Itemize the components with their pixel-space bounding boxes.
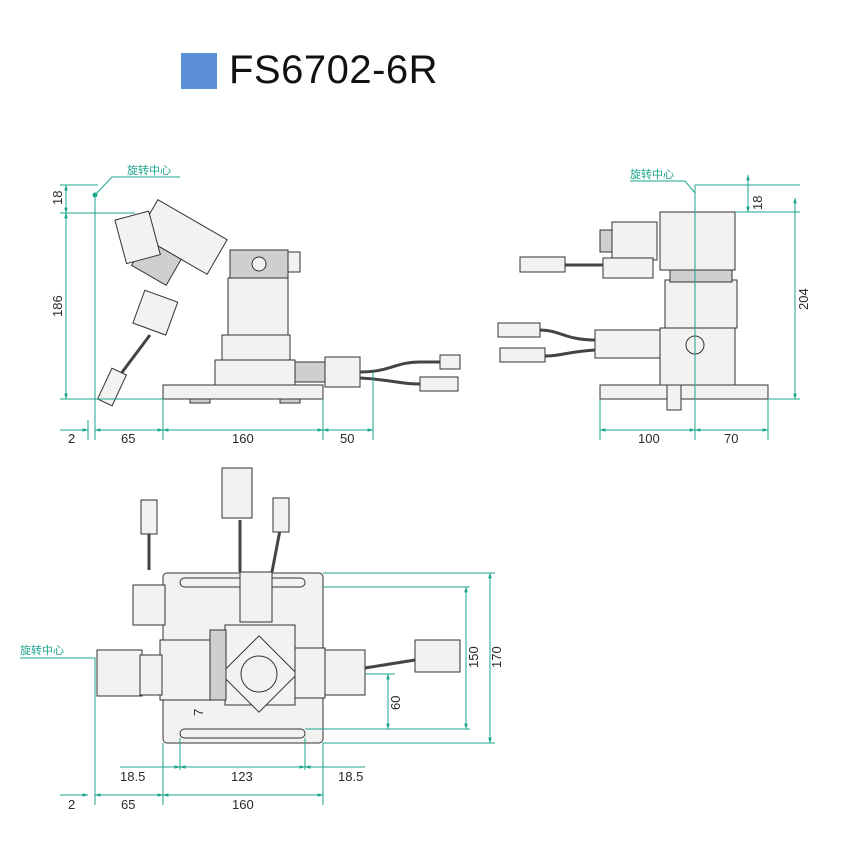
side-handle-stem [118,334,152,376]
side-side-block [287,251,301,273]
dim-label: 160 [232,797,254,812]
page-title: FS6702-6R [229,48,439,92]
rear-connector [499,347,546,363]
side-base-plate [162,384,324,400]
side-gonio-motor-2 [132,289,179,336]
side-cable [359,360,440,374]
dim-label: 170 [489,646,504,668]
side-view: 18 186 2 65 160 50 旋转中心 [50,163,461,446]
top-motor [324,649,366,696]
dim-label: 18.5 [120,769,145,784]
title-marker [181,52,217,89]
dim-label: 7 [191,709,206,716]
side-cable [359,376,421,386]
rotation-center-note: 旋转中心 [630,167,674,181]
side-motor-coupler [294,361,326,383]
dim-label: 18.5 [338,769,363,784]
rear-connector [497,322,541,338]
rear-motor-cap [599,229,613,253]
dim-label: 60 [388,696,403,710]
side-lift-stage [221,334,291,361]
rear-connector [519,256,566,273]
rotation-center-note: 旋转中心 [127,163,171,177]
dim-label: 123 [231,769,253,784]
dim-label: 204 [796,288,811,310]
top-cable [364,658,416,670]
rear-cable [539,328,596,342]
rear-gear [602,257,654,279]
side-top-block [229,249,289,279]
top-center [240,655,278,693]
side-handle [96,367,128,407]
side-base-foot [279,398,301,404]
top-rotation-head [96,649,143,697]
side-connector [439,354,461,370]
side-connector [419,376,459,392]
dim-label: 100 [638,431,660,446]
rotation-center-note: 旋转中心 [20,643,64,657]
dim-label: 65 [121,431,135,446]
side-gonio-bracket [114,210,161,265]
dim-label: 186 [50,295,65,317]
rear-base-plate [599,384,769,400]
side-linear-stage [214,359,296,386]
top-gonio [159,639,211,701]
leader-line [630,180,696,194]
rear-top-block [659,211,736,271]
dim-label: 2 [68,797,75,812]
top-motor-mid [239,571,273,623]
dim-label: 18 [750,196,765,210]
side-base-foot [189,398,211,404]
side-motor [324,356,361,388]
top-connector-right [414,639,461,673]
top-gonio-gear [209,629,227,701]
dim-label: 18 [50,191,65,205]
top-stem-right [270,529,282,573]
dim-label: 65 [121,797,135,812]
rear-view: 18 204 100 70 旋转中心 [497,167,811,446]
leader-line [20,657,96,670]
top-slot [179,728,306,739]
rotation-center-marker [92,192,98,198]
top-handle-left [140,499,158,535]
rear-handle [666,384,682,411]
rear-lift-top [669,269,733,283]
rear-lift-body [664,279,738,329]
top-motor-left [132,584,166,626]
rear-motor [611,221,658,261]
dim-label: 150 [466,646,481,668]
dim-label: 70 [724,431,738,446]
top-view: 170 150 60 7 18.5 123 18.5 2 65 160 旋转中心 [20,467,504,812]
leader-line [94,176,180,196]
rear-cable [544,348,596,358]
top-handle-right [272,497,290,533]
dim-label: 50 [340,431,354,446]
dim-label: 2 [68,431,75,446]
top-coupler [294,647,326,699]
side-lift-body [227,277,289,336]
side-knob [251,256,267,272]
top-connector-mid [221,467,253,519]
top-rotation-link [139,654,163,696]
title-block: FS6702-6R [181,48,438,93]
dim-label: 160 [232,431,254,446]
rear-motor-2 [594,329,661,359]
